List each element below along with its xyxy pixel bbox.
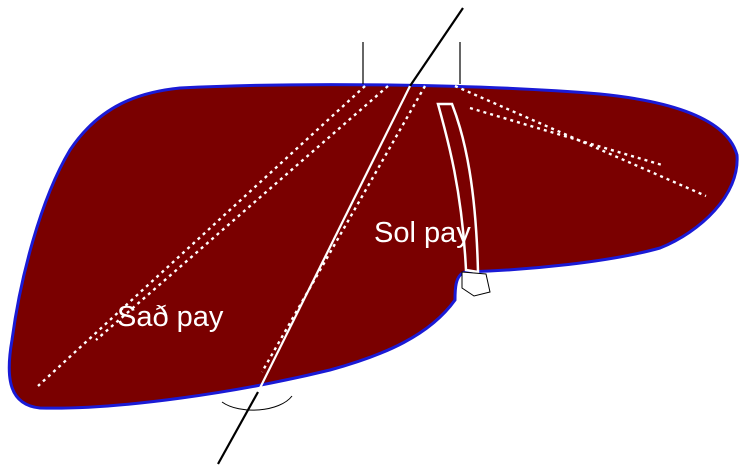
axis-line-inner xyxy=(257,85,411,393)
axis-line-top xyxy=(409,7,464,87)
right-lobe-label: Sað pay xyxy=(117,301,224,333)
left-lobe-label: Sol pay xyxy=(374,217,471,249)
dotted-line-3 xyxy=(260,85,427,373)
axis-line-bottom xyxy=(217,391,259,465)
dotted-line-5 xyxy=(469,106,663,167)
falciform-ligament xyxy=(436,102,480,274)
dotted-line-2 xyxy=(95,85,389,341)
angle-arc xyxy=(221,395,293,411)
ligament-notch xyxy=(461,271,491,297)
liver-shape xyxy=(7,83,739,410)
